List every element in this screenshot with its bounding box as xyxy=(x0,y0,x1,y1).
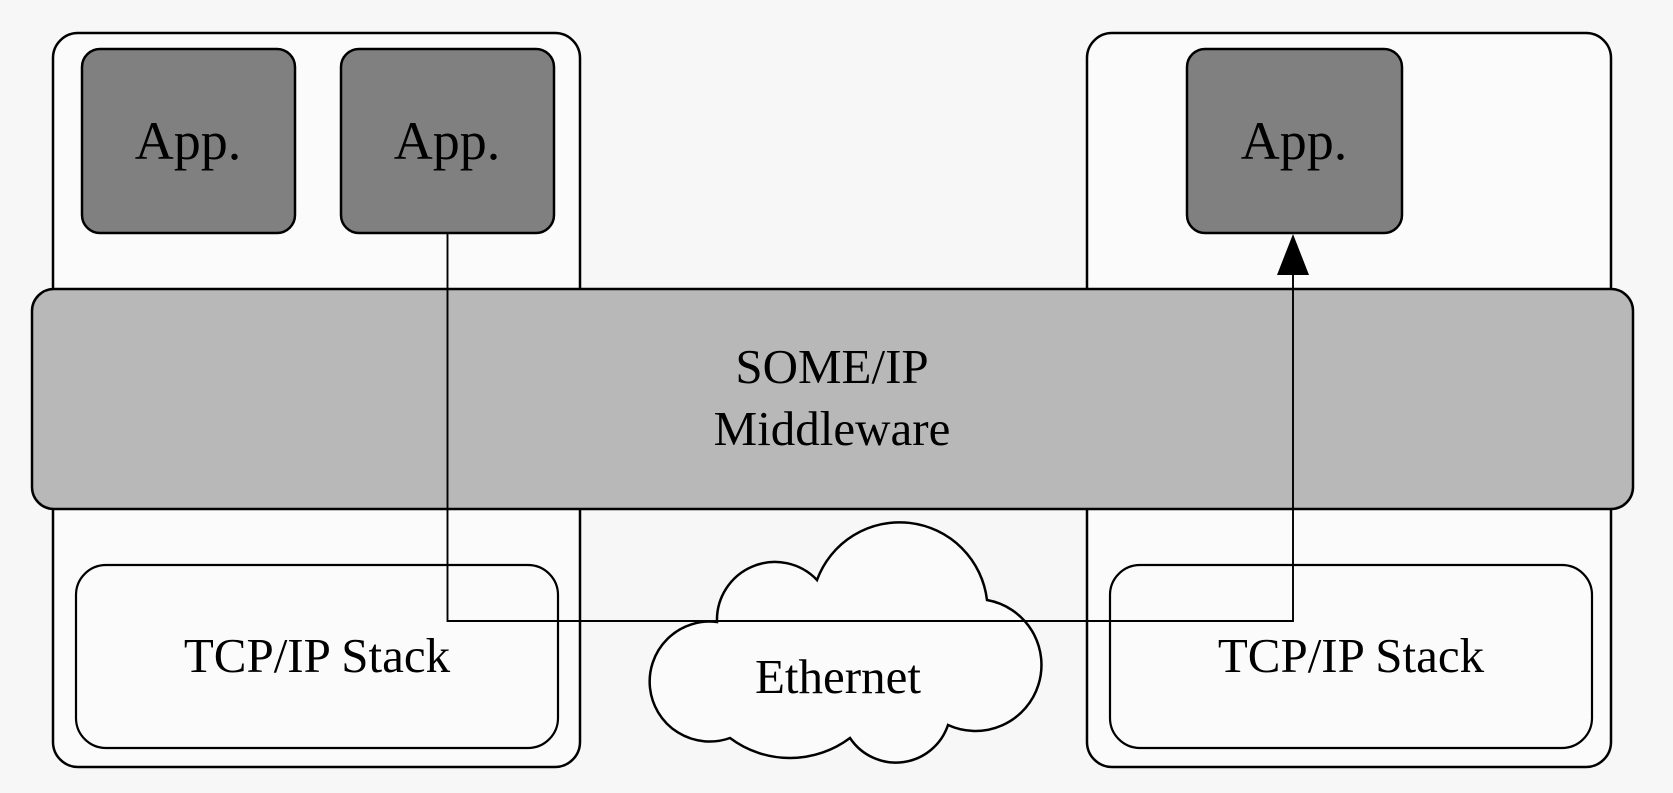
left-tcpip-stack-box xyxy=(74,563,560,750)
right-app-label: App. xyxy=(1241,111,1348,171)
ethernet-cloud-shape xyxy=(648,521,1043,764)
someip-middleware-label-line2: Middleware xyxy=(714,401,951,456)
right-tcpip-stack-label: TCP/IP Stack xyxy=(1218,628,1485,683)
left-app-1-box xyxy=(80,47,297,235)
ethernet-cloud-group: Ethernet xyxy=(648,521,1043,764)
left-app-1-label: App. xyxy=(135,111,242,171)
someip-middleware-label-line1: SOME/IP xyxy=(735,339,928,394)
ethernet-label: Ethernet xyxy=(755,649,921,704)
right-tcpip-stack-box xyxy=(1108,563,1594,750)
left-tcpip-stack-label: TCP/IP Stack xyxy=(184,628,451,683)
message-arrowhead-icon xyxy=(1277,234,1309,275)
message-path-line xyxy=(446,233,1294,622)
someip-middleware-band: SOME/IP Middleware xyxy=(30,287,1635,511)
someip-middleware-box xyxy=(30,287,1635,511)
right-app-box xyxy=(1185,47,1404,235)
left-app-2-label: App. xyxy=(394,111,501,171)
message-path-group xyxy=(446,233,1309,622)
